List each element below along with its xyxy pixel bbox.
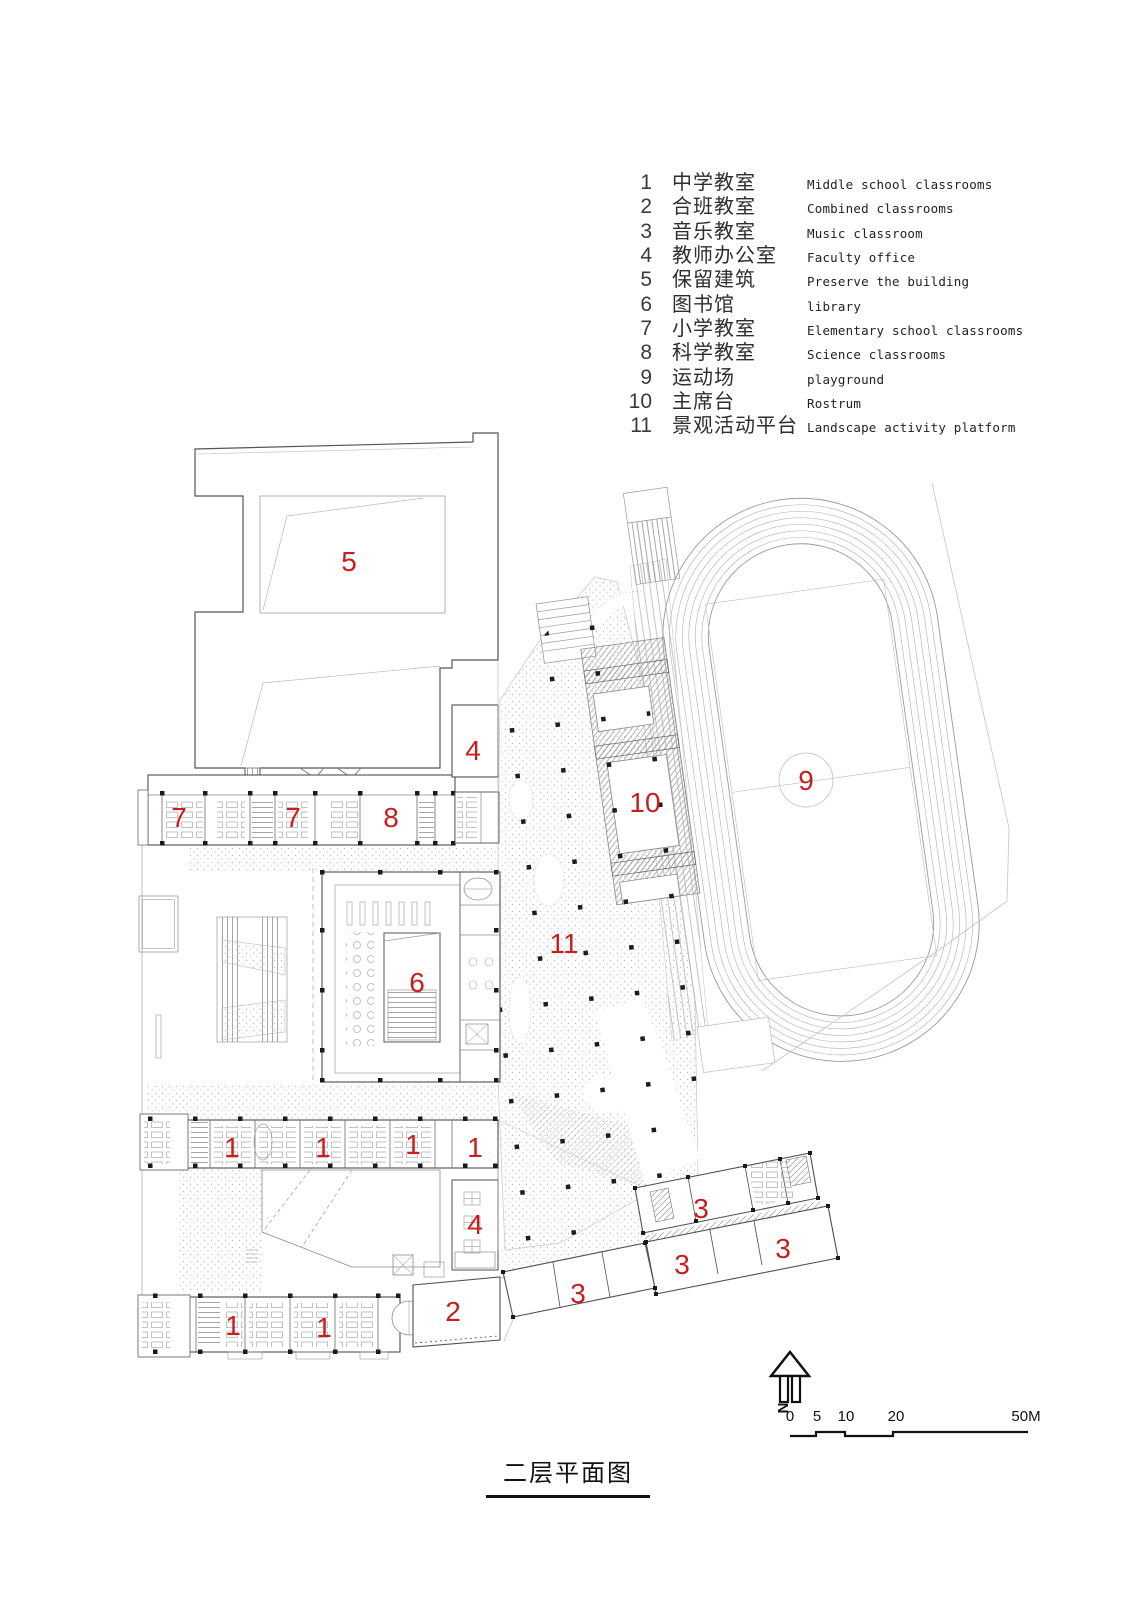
north-arrow-shaft (778, 1374, 790, 1404)
legend-number: 8 (640, 341, 652, 365)
wing-elementary-science (137, 774, 456, 846)
plan-marker-1: 1 (224, 1132, 240, 1163)
legend-label-zh: 运动场 (672, 366, 735, 389)
legend-number: 1 (640, 171, 652, 194)
running-track (662, 497, 980, 1062)
faculty-office-lower (451, 1168, 499, 1271)
legend-label-zh: 教师办公室 (672, 245, 777, 268)
legend-label-en: Preserve the building (807, 274, 970, 290)
legend-item-10: 10 主席台 Rostrum (627, 390, 1023, 414)
site-boundary (761, 482, 1010, 1072)
plan-marker-8: 8 (383, 802, 399, 833)
scale-tick-label: 5 (813, 1408, 821, 1425)
legend-item-7: 7 小学教室 Elementary school classrooms (627, 317, 1023, 341)
legend-number: 2 (640, 195, 652, 219)
west-courtyard (138, 845, 314, 1295)
plan-marker-1: 1 (315, 1132, 331, 1163)
legend-item-8: 8 科学教室 Science classrooms (627, 341, 1023, 365)
legend-label-zh: 保留建筑 (672, 269, 756, 292)
legend-label-en: playground (807, 371, 885, 387)
track-south-block (696, 1016, 776, 1074)
plan-marker-5: 5 (341, 546, 357, 577)
plan-marker-3: 3 (775, 1233, 791, 1264)
legend-label-en: Landscape activity platform (807, 420, 1016, 436)
legend-label-en: Middle school classrooms (807, 177, 993, 192)
legend-number: 10 (628, 390, 652, 414)
legend-number: 7 (640, 317, 652, 341)
legend-label-zh: 科学教室 (672, 342, 756, 365)
scale-tick-label: 50M (1011, 1408, 1040, 1425)
plan-marker-1: 1 (467, 1132, 483, 1163)
legend-item-1: 1 中学教室 Middle school classrooms (627, 171, 1023, 195)
legend: 1 中学教室 Middle school classrooms 2 合班教室 Combin… (627, 171, 1023, 439)
north-label: N (774, 1403, 791, 1414)
legend-item-11: 11 景观活动平台 Landscape activity platform (627, 414, 1023, 438)
preserved-building-5 (194, 432, 499, 783)
legend-number: 4 (640, 244, 652, 268)
scale-tick-label: 10 (838, 1408, 855, 1425)
legend-label-en: library (807, 298, 862, 314)
legend-label-zh: 小学教室 (672, 318, 756, 341)
north-arrow: N (768, 1349, 812, 1414)
wing-middle-classrooms (139, 1113, 499, 1171)
column-grid (498, 577, 698, 1250)
plan-marker-7: 7 (171, 802, 187, 833)
plan-marker-1: 1 (316, 1312, 332, 1343)
legend-item-2: 2 合班教室 Combined classrooms (627, 195, 1023, 219)
legend-number: 3 (640, 219, 652, 243)
plan-marker-2: 2 (445, 1296, 461, 1327)
plan-marker-3: 3 (570, 1278, 586, 1309)
drawing-title: 二层平面图 (486, 1453, 650, 1498)
plan-marker-1: 1 (405, 1129, 421, 1160)
plan-marker-4: 4 (467, 1209, 483, 1240)
legend-label-zh: 合班教室 (672, 196, 756, 219)
legend-label-en: Combined classrooms (807, 201, 954, 217)
plan-marker-4: 4 (465, 735, 481, 766)
plan-marker-3: 3 (693, 1193, 709, 1224)
faculty-office-upper (451, 660, 500, 845)
legend-number: 11 (630, 414, 652, 438)
legend-label-en: Elementary school classrooms (807, 323, 1024, 339)
scale-tick-label: 20 (888, 1408, 905, 1425)
plan-marker-7: 7 (285, 802, 301, 833)
legend-item-5: 5 保留建筑 Preserve the building (627, 268, 1023, 292)
library-building (320, 870, 501, 1083)
legend-label-zh: 中学教室 (672, 172, 756, 194)
plan-marker-9: 9 (798, 765, 814, 796)
track-start-block (622, 486, 681, 585)
center-circle (778, 752, 834, 808)
legend-label-zh: 景观活动平台 (672, 415, 798, 438)
wing-bottom-classrooms (137, 1276, 529, 1360)
legend-number: 9 (640, 365, 652, 389)
legend-label-en: Science classrooms (807, 347, 947, 363)
legend-label-en: Music classroom (807, 225, 923, 241)
legend-item-4: 4 教师办公室 Faculty office (627, 244, 1023, 268)
legend-item-3: 3 音乐教室 Music classroom (627, 220, 1023, 244)
plan-marker-1: 1 (225, 1310, 241, 1341)
north-arrow-shaft (790, 1374, 802, 1404)
legend-label-zh: 主席台 (672, 391, 735, 414)
north-arrow-head (768, 1349, 812, 1378)
plan-marker-11: 11 (549, 928, 578, 959)
legend-item-6: 6 图书馆 library (627, 293, 1023, 317)
music-classrooms-block (501, 1151, 840, 1319)
legend-number: 6 (640, 292, 652, 316)
legend-label-zh: 音乐教室 (672, 220, 756, 243)
scale-tick-label: 0 (786, 1408, 794, 1425)
scale-bar: 0 5 10 20 50M (786, 1408, 1041, 1438)
legend-label-en: Rostrum (807, 396, 862, 412)
legend-item-9: 9 运动场 playground (627, 366, 1023, 390)
legend-label-zh: 图书馆 (672, 293, 735, 316)
lower-courtyard (246, 1169, 445, 1278)
plan-marker-6: 6 (409, 967, 425, 998)
plan-marker-3: 3 (674, 1249, 690, 1280)
legend-label-en: Faculty office (807, 250, 916, 266)
legend-number: 5 (640, 268, 652, 292)
plan-marker-10: 10 (629, 787, 660, 818)
